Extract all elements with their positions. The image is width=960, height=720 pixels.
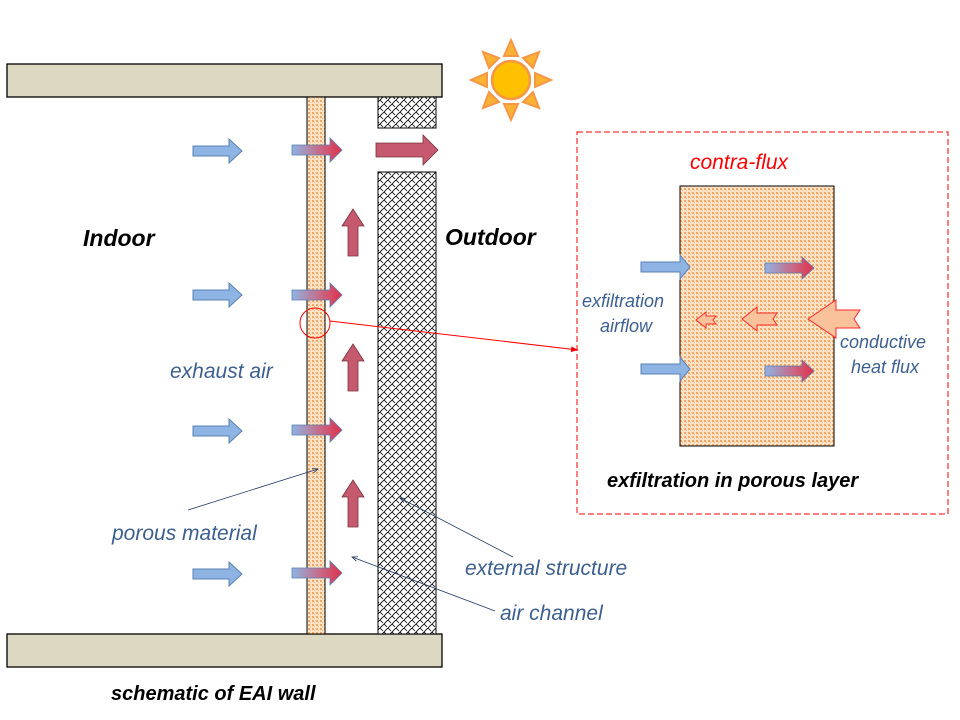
heat-flux-arrow-medium [741, 305, 778, 333]
detail-box [576, 131, 949, 515]
cold-air-arrow [192, 137, 243, 165]
callout-line [329, 320, 579, 353]
external-structure-upper [377, 96, 437, 129]
heat-flux-arrow-large [807, 299, 861, 339]
detail-airflow-arrows [640, 253, 815, 383]
conductive-heat-flux-label-line1: conductive [840, 332, 927, 352]
schematic-caption: schematic of EAI wall [111, 683, 316, 705]
exhaust-out-arrow [375, 134, 439, 166]
exhaust-air-label: exhaust air [170, 360, 273, 383]
porous-layer [306, 96, 326, 635]
upflow-arrow [341, 343, 365, 392]
warming-air-arrow [291, 282, 343, 308]
indoor-label: Indoor [83, 225, 155, 251]
floor-slab [6, 633, 443, 668]
ceiling-slab [6, 63, 443, 98]
upflow-arrow [341, 479, 365, 528]
exfiltration-airflow-label-line2: airflow [600, 316, 653, 336]
upflow-arrow [341, 208, 365, 257]
callout-circle [299, 307, 331, 339]
air-channel-leader [352, 557, 496, 612]
porous-material-label: porous material [112, 522, 257, 545]
sun-icon [468, 37, 554, 123]
external-structure-label: external structure [465, 557, 628, 580]
porous-material-leader [187, 469, 318, 511]
cold-air-arrow [192, 417, 243, 445]
warming-air-arrow [291, 137, 343, 163]
channel-upflow-arrows [341, 208, 365, 528]
conductive-heat-flux-label-line2: heat flux [851, 357, 920, 377]
heat-flux-arrow-small [695, 310, 717, 330]
through-wall-arrows [291, 137, 343, 586]
detail-heat-flux-arrows [695, 299, 861, 339]
external-structure-leader [400, 498, 514, 558]
indoor-airflow-arrows [192, 137, 243, 588]
cold-air-arrow [192, 560, 243, 588]
outdoor-label: Outdoor [445, 224, 536, 250]
external-structure [377, 171, 437, 635]
warming-air-arrow [291, 417, 343, 443]
cold-air-arrow [640, 355, 691, 383]
air-channel-label: air channel [500, 602, 603, 625]
contra-flux-title: contra-flux [690, 151, 789, 174]
warming-air-arrow [291, 560, 343, 586]
detail-caption: exfiltration in porous layer [607, 470, 859, 492]
cold-air-arrow [640, 253, 691, 281]
warming-air-arrow [764, 256, 815, 280]
cold-air-arrow [192, 281, 243, 309]
warming-air-arrow [764, 359, 815, 383]
exfiltration-airflow-label-line1: exfiltration [582, 291, 665, 311]
